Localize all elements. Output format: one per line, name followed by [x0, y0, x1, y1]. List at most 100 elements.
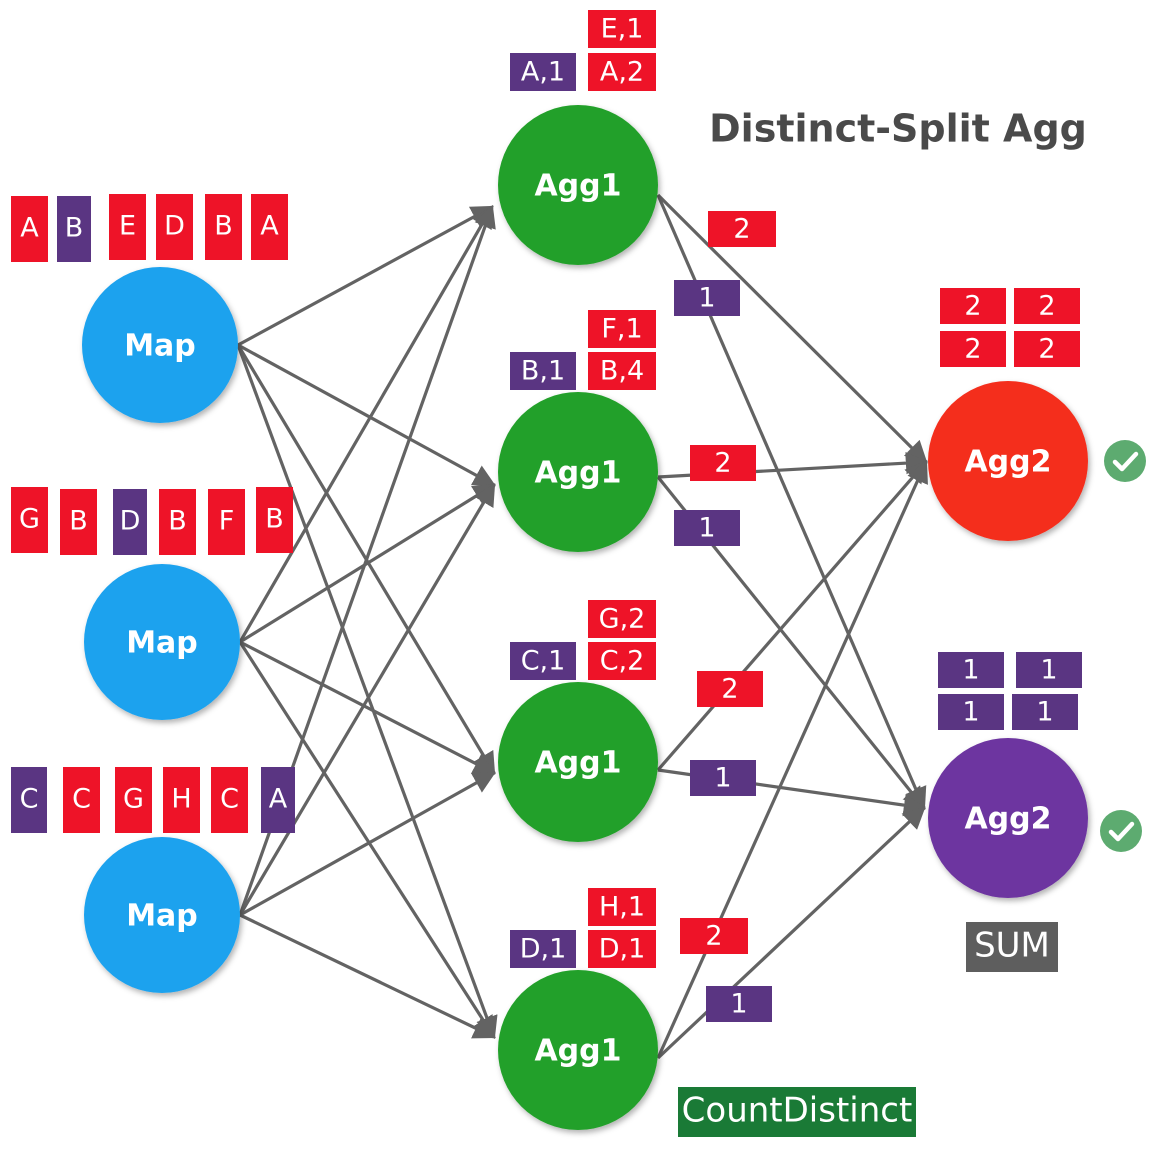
input-tag-label: B	[214, 211, 233, 242]
input-tag	[63, 767, 100, 833]
check-circle-icon	[1104, 440, 1146, 482]
count-state-tag	[510, 352, 576, 390]
input-tag	[109, 194, 146, 260]
purple-input-tag	[938, 652, 1004, 688]
agg1-node-4-circle	[498, 970, 658, 1130]
edge-map-2-to-agg1-2	[239, 483, 496, 644]
agg1-3-output-tags: 2 1	[690, 671, 763, 796]
red-input-label: 2	[964, 291, 981, 322]
agg2-node-red: Agg2	[928, 381, 1088, 541]
count-state-label: D,1	[520, 934, 567, 965]
input-tag-label: C	[72, 784, 91, 815]
agg1-1-output-tags: 2 1	[674, 211, 776, 316]
count-distinct-label: CountDistinct	[678, 1087, 916, 1137]
red-input-tag	[1014, 288, 1080, 324]
map-node-1: Map	[82, 267, 238, 423]
input-tag-label: B	[69, 506, 88, 537]
map-node-2-label: Map	[126, 626, 198, 661]
input-tag-label: A	[269, 784, 288, 815]
edge-map-3-to-agg1-3	[239, 771, 496, 917]
input-tag-label: C	[20, 784, 39, 815]
count-state-tag	[510, 53, 576, 91]
red-input-tag	[1014, 331, 1080, 367]
agg1-node-1: Agg1	[498, 105, 658, 265]
edge-map-2-to-agg1-4	[238, 641, 496, 1039]
input-tag	[113, 489, 147, 555]
sum-label-bg	[966, 922, 1058, 972]
distinct-state-tag	[588, 352, 656, 390]
agg1-node-2-label: Agg1	[534, 456, 621, 491]
red-output-label: 2	[733, 214, 750, 245]
purple-output-label: 1	[730, 989, 747, 1020]
edge-agg1-4-to-agg2-red	[656, 459, 928, 1059]
input-tag	[251, 194, 288, 260]
edges-layer	[236, 193, 929, 1060]
agg1-node-3: Agg1	[498, 682, 658, 842]
map-node-2: Map	[84, 564, 240, 720]
red-output-label: 2	[721, 674, 738, 705]
input-tag-label: D	[164, 211, 185, 242]
distinct-state-tag	[588, 600, 656, 638]
input-tag	[211, 767, 248, 833]
input-tag-label: C	[220, 784, 239, 815]
agg1-4-state-tags: H,1 D,1 D,1	[510, 888, 656, 968]
count-state-tag	[510, 930, 576, 968]
red-input-tag	[940, 331, 1006, 367]
agg2-node-red-label: Agg2	[964, 445, 1051, 480]
agg1-node-1-circle	[498, 105, 658, 265]
edge-agg1-4-to-agg2-purple	[656, 806, 926, 1060]
purple-input-label: 1	[1040, 655, 1057, 686]
input-tag-label: F	[219, 506, 235, 537]
input-tag-label: H	[171, 784, 191, 815]
red-output-tag	[708, 211, 776, 247]
input-tag	[11, 487, 48, 553]
agg2-node-purple-circle	[928, 738, 1088, 898]
distinct-state-label: H,1	[599, 892, 645, 923]
edge-agg1-1-to-agg2-red	[656, 193, 928, 464]
map-2-input-tags: G B D B F B	[11, 487, 293, 555]
diagram-title: Distinct-Split Agg	[709, 107, 1087, 151]
map-node-1-circle	[82, 267, 238, 423]
agg1-node-1-label: Agg1	[534, 169, 621, 204]
agg2-node-red-circle	[928, 381, 1088, 541]
input-tag	[256, 487, 293, 553]
input-tag	[159, 489, 196, 555]
count-distinct-label-bg	[678, 1087, 916, 1137]
distinct-state-tag	[588, 642, 656, 680]
map-node-3-circle	[84, 837, 240, 993]
agg1-1-state-tags: E,1 A,1 A,2	[510, 10, 656, 91]
input-tag	[11, 767, 47, 833]
agg1-node-3-label: Agg1	[534, 746, 621, 781]
purple-input-label: 1	[1036, 697, 1053, 728]
map-1-input-tags: A B E D B A	[11, 194, 288, 262]
red-input-tag	[940, 288, 1006, 324]
purple-input-tag	[1016, 652, 1082, 688]
agg1-2-state-tags: F,1 B,1 B,4	[510, 310, 656, 390]
purple-input-label: 1	[962, 655, 979, 686]
distinct-state-label: A,2	[600, 57, 644, 88]
purple-output-label: 1	[698, 513, 715, 544]
red-output-tag	[690, 445, 756, 481]
edge-map-1-to-agg1-2	[237, 343, 496, 487]
input-tag-label: B	[265, 504, 284, 535]
input-tag	[60, 489, 97, 555]
input-tag	[11, 196, 48, 262]
sum-label: SUM	[966, 922, 1058, 972]
input-tag-label: G	[123, 784, 144, 815]
distinct-state-label: E,1	[601, 14, 644, 45]
input-tag	[163, 767, 200, 833]
distinct-state-label: C,2	[600, 646, 645, 677]
edge-agg1-3-to-agg2-red	[656, 460, 928, 772]
distinct-state-tag	[588, 310, 656, 348]
agg2-red-input-tags: 2 2 2 2	[940, 288, 1080, 367]
agg1-node-4: Agg1	[498, 970, 658, 1130]
input-tag	[156, 194, 193, 260]
agg1-4-output-tags: 2 1	[680, 918, 772, 1022]
distinct-state-tag	[588, 10, 656, 48]
agg1-node-2: Agg1	[498, 392, 658, 552]
map-node-1-label: Map	[124, 329, 196, 364]
red-output-tag	[680, 918, 748, 954]
input-tag	[115, 767, 152, 833]
agg1-2-output-tags: 2 1	[674, 445, 756, 546]
red-input-label: 2	[1038, 334, 1055, 365]
